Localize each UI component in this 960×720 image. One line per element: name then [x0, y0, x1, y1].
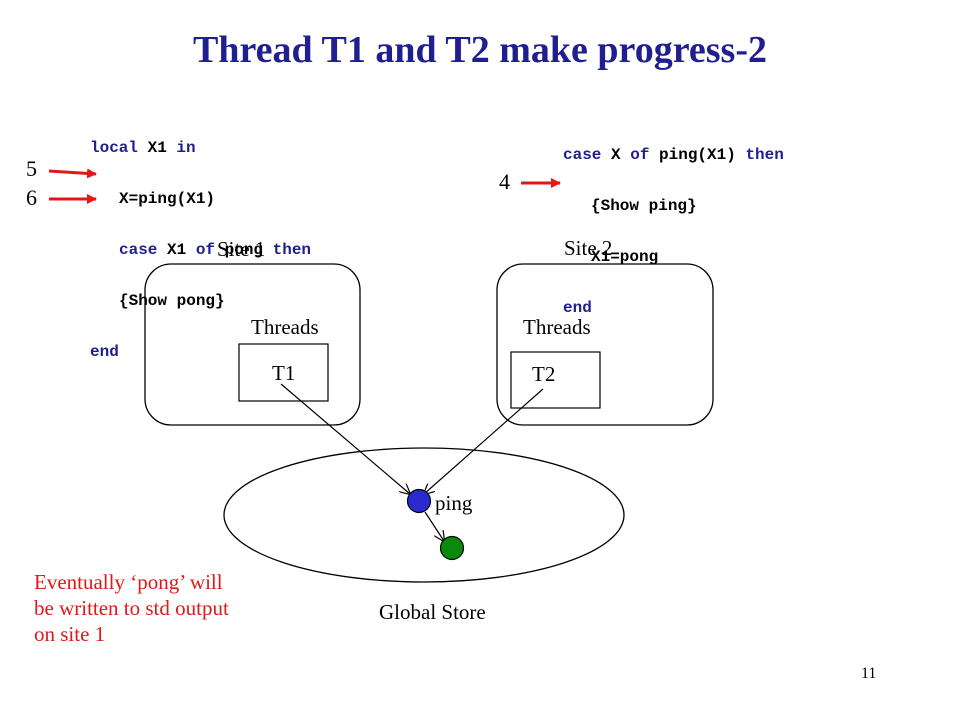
ping-label: ping — [435, 491, 473, 515]
site2-code-line-3: X1=pong — [563, 245, 784, 271]
global-store-ellipse — [223, 447, 625, 583]
t1-reference-arrow — [280, 383, 410, 494]
global-store-label: Global Store — [379, 600, 486, 624]
code-keyword: of — [195, 240, 216, 259]
thread-t2-box — [510, 351, 601, 409]
code-keyword: then — [745, 145, 784, 164]
code-keyword: of — [630, 145, 650, 164]
code-text: {Show pong} — [119, 291, 225, 310]
code-keyword: then — [272, 240, 312, 259]
site2-code-line-2: {Show ping} — [563, 194, 784, 220]
site1-threads-label: Threads — [251, 315, 319, 339]
code-text: X — [601, 145, 631, 164]
code-keyword: case — [119, 240, 158, 259]
code-text: pong — [215, 240, 273, 259]
site1-code-line-4: {Show pong} — [90, 289, 311, 315]
site2-code-line-1: case X of ping(X1) then — [563, 143, 784, 169]
code-text: X=ping(X1) — [119, 189, 216, 208]
site2-code-block: case X of ping(X1) then {Show ping} X1=p… — [563, 117, 784, 347]
site1-code-line-1: local X1 in — [90, 136, 311, 162]
site1-code-line-3: case X1 of pong then — [90, 238, 311, 264]
site2-box — [496, 263, 714, 426]
code-keyword: local — [90, 138, 139, 157]
site1-code-line-5: end — [90, 340, 311, 366]
site1-box — [144, 263, 361, 426]
pointer-arrow-5 — [48, 168, 97, 179]
ping-to-pong-arrow — [424, 511, 444, 541]
pong-node — [439, 535, 465, 561]
site2-threads-label: Threads — [523, 315, 591, 339]
code-keyword: end — [563, 298, 592, 317]
code-text: X1 — [138, 138, 177, 157]
thread-t1-label: T1 — [272, 361, 296, 385]
step-number-6: 6 — [26, 185, 37, 210]
code-keyword: in — [176, 138, 196, 157]
t2-reference-arrow — [424, 388, 544, 494]
ping-node — [406, 488, 432, 514]
site2-label: Site 2 — [564, 236, 613, 260]
code-keyword: end — [90, 342, 119, 361]
thread-t1-box — [238, 343, 329, 402]
site1-label: Site 1 — [217, 237, 266, 261]
thread-t2-label: T2 — [532, 362, 556, 386]
site1-code-block: local X1 in X=ping(X1) case X1 of pong t… — [90, 110, 311, 391]
output-note-line-2: be written to std output — [34, 596, 229, 620]
code-text: ping(X1) — [649, 145, 746, 164]
step-number-5: 5 — [26, 156, 37, 181]
step-number-4: 4 — [499, 169, 510, 194]
site2-code-line-4: end — [563, 296, 784, 322]
code-text: X1=pong — [591, 247, 659, 266]
code-text: X1 — [157, 240, 196, 259]
output-note-line-3: on site 1 — [34, 622, 106, 646]
site1-code-line-2: X=ping(X1) — [90, 187, 311, 213]
code-text: {Show ping} — [591, 196, 697, 215]
page-number: 11 — [861, 665, 877, 682]
slide-title: Thread T1 and T2 make progress-2 — [193, 29, 767, 71]
code-keyword: case — [563, 145, 602, 164]
output-note: Eventually ‘pong’ will be written to std… — [34, 569, 229, 647]
output-note-line-1: Eventually ‘pong’ will — [34, 570, 223, 594]
